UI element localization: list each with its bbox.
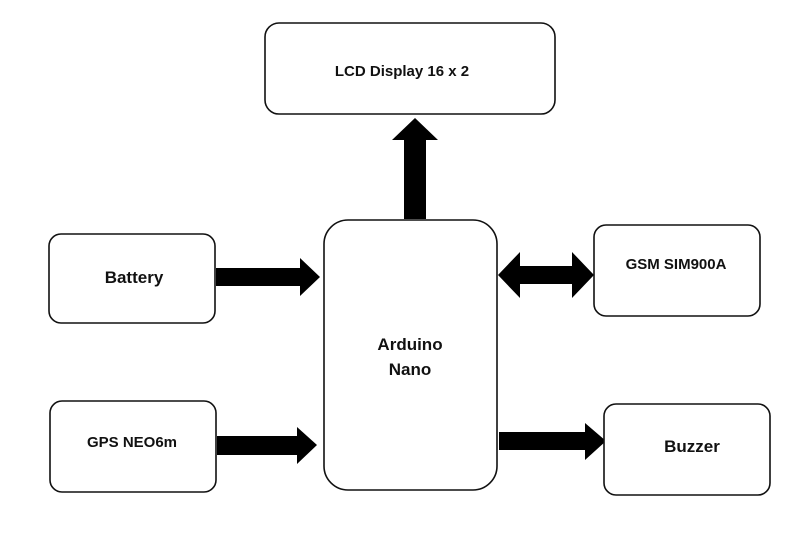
buzzer-label: Buzzer (664, 437, 720, 456)
battery-box (48, 233, 216, 324)
arrow-battery-to-arduino (216, 258, 320, 296)
gsm-label: GSM SIM900A (626, 256, 727, 273)
arrow-arduino-gsm-bidirectional (498, 252, 594, 298)
buzzer-box (603, 403, 771, 496)
node-gsm: GSM SIM900A (593, 224, 761, 317)
gps-box (49, 400, 217, 493)
lcd-label: LCD Display 16 x 2 (335, 63, 469, 80)
node-buzzer: Buzzer (603, 403, 771, 496)
node-arduino: Arduino Nano (323, 219, 498, 491)
arduino-label-line1: Arduino (377, 335, 442, 354)
arrow-gps-to-arduino (217, 427, 317, 464)
arrow-arduino-to-lcd (392, 118, 438, 219)
node-gps: GPS NEO6m (49, 400, 217, 493)
arduino-label-line2: Nano (389, 360, 432, 379)
node-battery: Battery (48, 233, 216, 324)
arrows (216, 118, 606, 464)
node-lcd: LCD Display 16 x 2 (264, 22, 556, 115)
arduino-box (323, 219, 498, 491)
gps-label: GPS NEO6m (87, 434, 177, 451)
gsm-box (593, 224, 761, 317)
battery-label: Battery (105, 268, 164, 287)
lcd-box (264, 22, 556, 115)
arrow-arduino-to-buzzer (499, 423, 606, 460)
